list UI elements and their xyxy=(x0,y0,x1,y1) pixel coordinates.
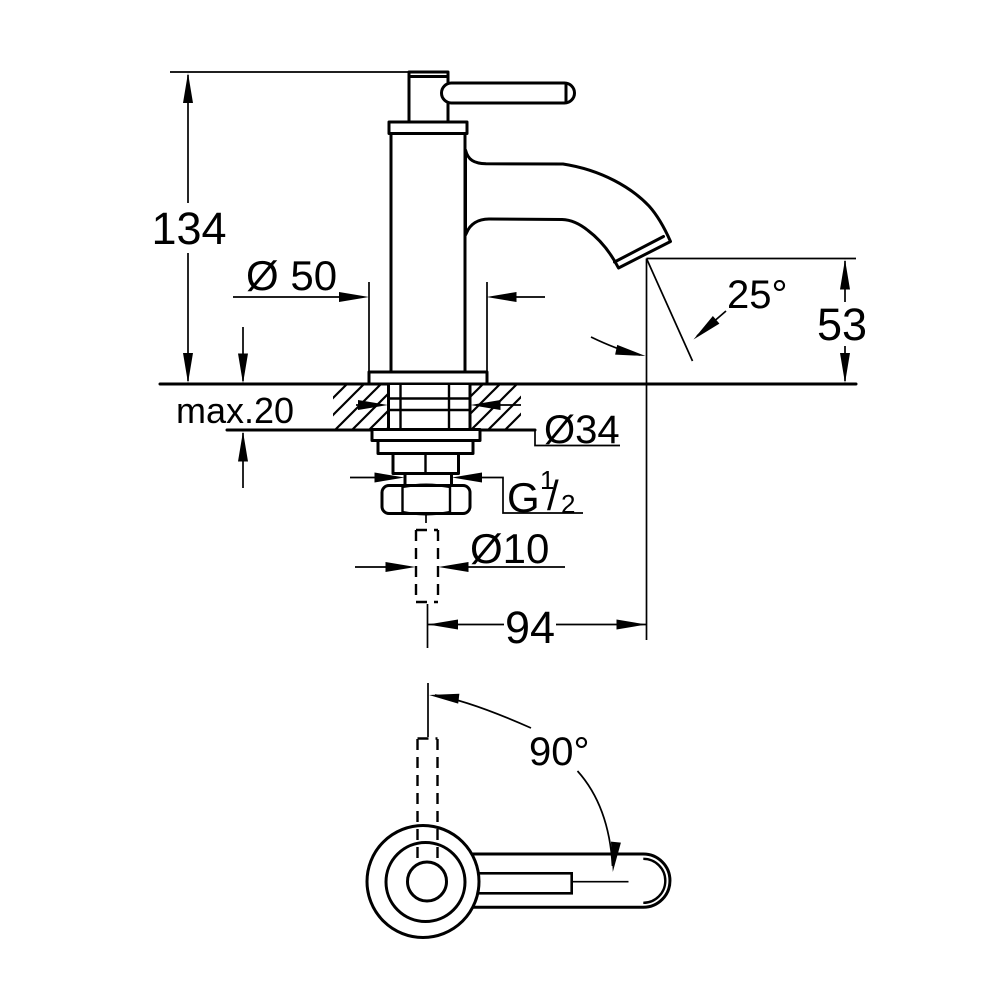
spout xyxy=(464,148,672,270)
dim-deck-thickness: max.20 xyxy=(176,327,294,488)
washer-plate xyxy=(370,428,482,442)
swivel-arc-lower xyxy=(576,770,614,867)
arrowhead-down xyxy=(183,353,193,383)
dim-handle-swivel: 90° xyxy=(427,683,629,883)
arrowhead-right xyxy=(616,619,647,630)
handle-end-inner-arc xyxy=(643,857,667,904)
dim-text-spout-angle: 25° xyxy=(727,273,788,317)
label-shelf xyxy=(534,430,620,447)
arrowhead-right xyxy=(374,472,405,483)
dim-text-handle-swivel: 90° xyxy=(529,730,590,774)
dim-total-height: 134 xyxy=(151,71,409,383)
shank-assembly xyxy=(370,383,482,604)
dim-shank-diameter: Ø34 xyxy=(356,400,620,452)
inlet-pipe-dashed xyxy=(414,528,440,604)
shank-hole xyxy=(388,385,470,430)
support-washer xyxy=(376,439,475,455)
dim-inlet-diameter: Ø10 xyxy=(355,525,565,572)
arrowhead-up xyxy=(840,259,850,290)
lever-handle xyxy=(440,81,576,105)
arrowhead-right xyxy=(358,400,388,410)
stream-angled-line xyxy=(645,258,694,362)
dim-spout-angle: 25° xyxy=(590,258,788,640)
faucet-body xyxy=(389,132,467,374)
dim-text-shank-diameter: Ø34 xyxy=(544,408,620,452)
arrowhead-sweep xyxy=(615,344,646,356)
arrowhead-right xyxy=(339,292,369,302)
dim-text-thread: G1/2 xyxy=(507,465,575,521)
faucet-top-flange xyxy=(387,120,469,135)
dim-text-deck-thickness: max.20 xyxy=(176,390,294,431)
arrowhead-left xyxy=(470,400,501,410)
arrowhead-down xyxy=(238,353,248,384)
dim-text-base-diameter: Ø 50 xyxy=(246,252,337,299)
hex-facet-arc-top xyxy=(402,483,451,489)
arrowhead-up xyxy=(238,431,248,462)
dim-text-inlet-diameter: Ø10 xyxy=(470,525,549,572)
arrowhead-down xyxy=(840,353,850,383)
arrowhead-left xyxy=(438,562,469,572)
aerator-line xyxy=(613,235,665,264)
arrowhead-left xyxy=(486,292,517,302)
arrowhead-down xyxy=(610,841,621,872)
dim-text-spout-reach: 94 xyxy=(505,602,555,653)
faucet-side xyxy=(367,70,672,386)
dim-thread: G1/2 xyxy=(350,465,583,521)
label-shelf xyxy=(479,476,583,514)
arrowhead-leader xyxy=(693,316,720,340)
stem-circle-inner xyxy=(406,860,448,903)
base-escutcheon xyxy=(367,370,489,386)
arrowhead-left xyxy=(452,472,482,483)
arrowhead-left xyxy=(429,693,460,704)
dim-outlet-height: 53 xyxy=(646,257,867,383)
arrowhead-left xyxy=(428,619,458,630)
faucet-plan xyxy=(365,737,672,939)
dim-spout-reach: 94 xyxy=(426,602,647,653)
dim-text-total-height: 134 xyxy=(151,203,226,254)
plan-view: 90° xyxy=(365,683,672,939)
dim-base-diameter: Ø 50 xyxy=(233,252,545,372)
spout-direction-dashed xyxy=(416,737,439,858)
arrowhead-right xyxy=(385,562,416,572)
arrowhead-up xyxy=(183,73,193,103)
dim-text-outlet-height: 53 xyxy=(817,299,867,350)
hex-nut xyxy=(380,484,472,515)
side-view: 134 Ø 50 53 25° xyxy=(151,70,867,653)
